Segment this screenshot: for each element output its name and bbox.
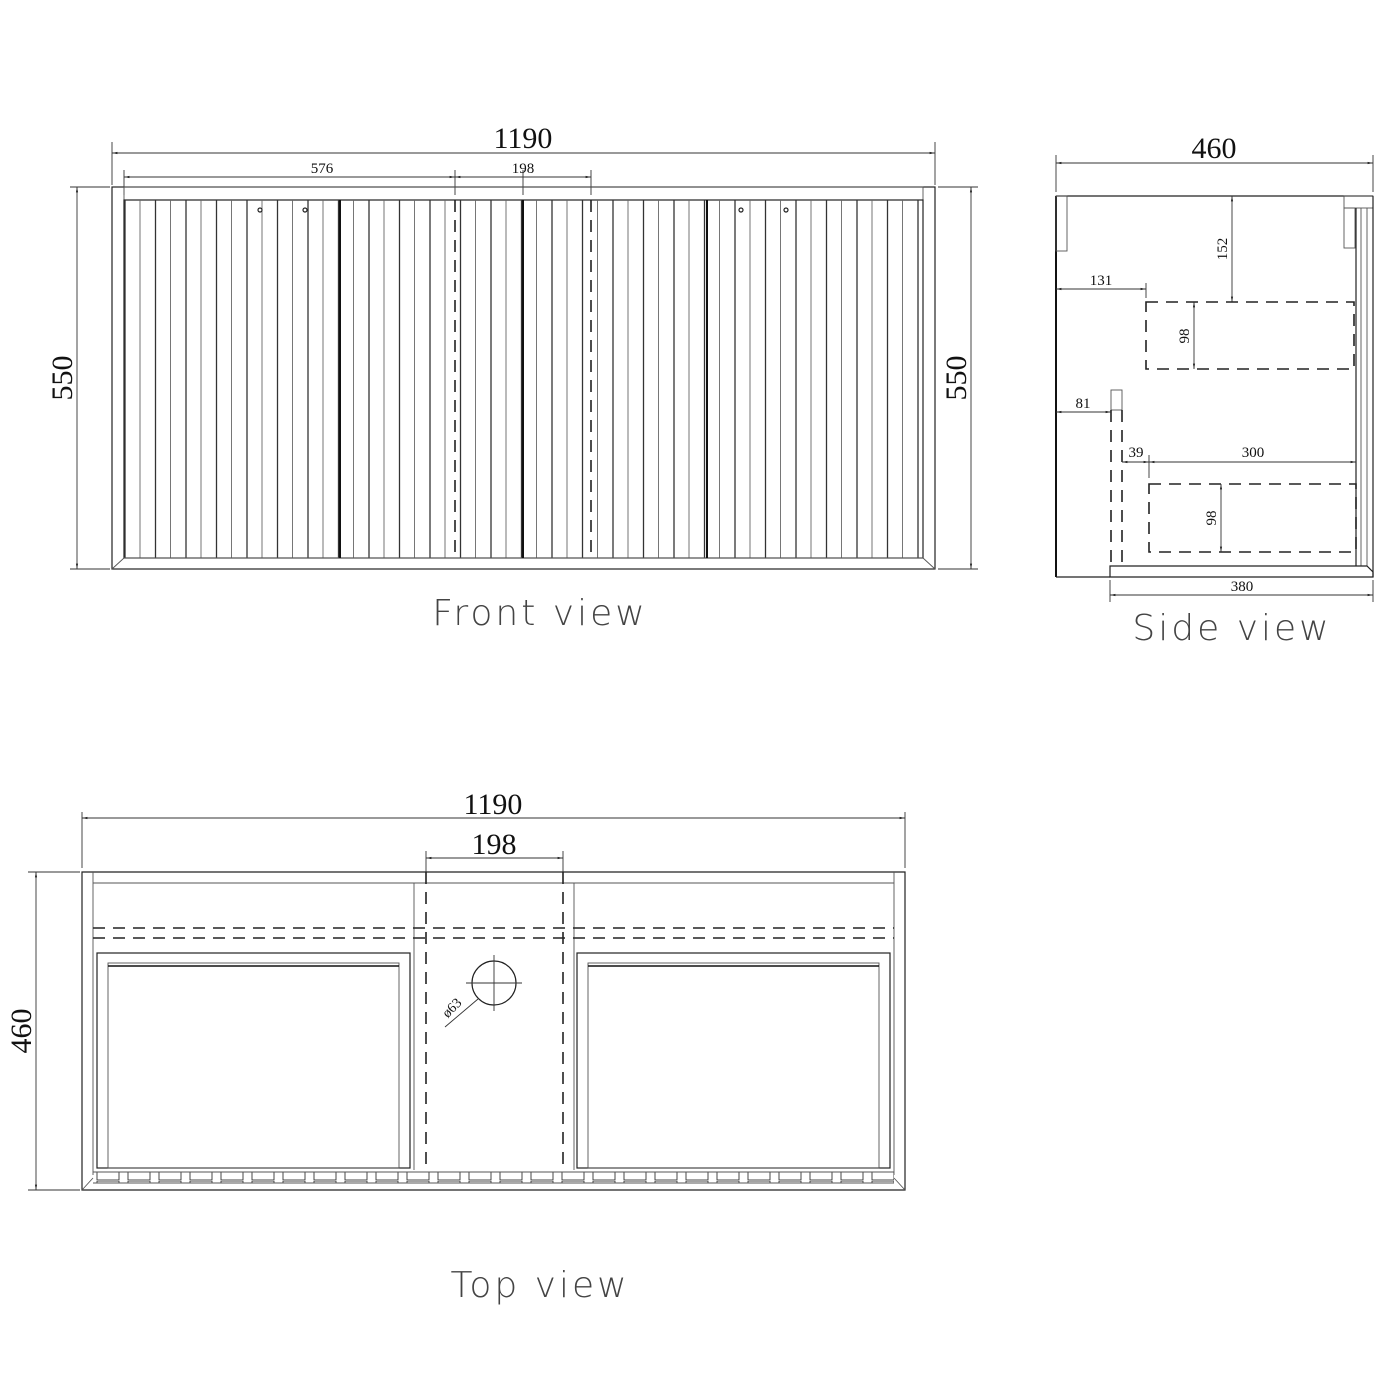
top-basin-gap-dimension: 198 (425, 828, 564, 875)
front-offset-dimensions: 576 198 (123, 161, 592, 195)
side-depth-dimension: 460 (1055, 132, 1374, 192)
drawer2-depth-label: 300 (1242, 445, 1265, 461)
front-basin-gap-label: 198 (512, 161, 535, 177)
top-depth-dimension: 460 (5, 871, 80, 1191)
side-drawer-2-outline (1148, 483, 1357, 553)
front-height-right-dimension: 550 (938, 186, 978, 570)
hinge-icon (738, 207, 744, 213)
base-depth-label: 380 (1231, 579, 1254, 595)
drawer1-front-offset-label: 131 (1090, 273, 1113, 289)
side-view: 460 152 131 98 81 (1055, 132, 1374, 649)
front-height-left-label: 550 (46, 356, 79, 401)
side-drawer-1-outline (1145, 301, 1355, 370)
top-depth-label: 460 (5, 1009, 38, 1054)
top-width-dimension: 1190 (81, 788, 906, 868)
front-width-label: 1190 (494, 122, 553, 155)
side-view-title: Side view (1132, 608, 1331, 649)
front-view: 1190 576 198 (46, 122, 978, 634)
top-basin-gap-label: 198 (472, 828, 517, 861)
side-depth-label: 460 (1192, 132, 1237, 165)
top-view-title: Top view (450, 1265, 629, 1306)
waste-hole-diameter-label: ø63 (440, 996, 465, 1021)
front-view-title: Front view (432, 593, 647, 634)
hinge-icon (257, 207, 263, 213)
drawer1-height-label: 98 (1177, 329, 1193, 344)
top-width-label: 1190 (464, 788, 523, 821)
waste-hole-icon (444, 955, 522, 1028)
side-base (1109, 565, 1374, 578)
front-height-left-dimension: 550 (46, 186, 110, 570)
hinge-icon (783, 207, 789, 213)
top-left-drawer (96, 952, 411, 1169)
top-cabinet-outline (81, 871, 906, 1191)
front-offset-label: 576 (311, 161, 334, 177)
door-offset-label: 81 (1076, 396, 1091, 412)
front-width-dimension: 1190 (111, 122, 936, 185)
top-right-drawer (576, 952, 891, 1169)
top-view: 1190 198 (5, 788, 906, 1306)
drawer1-top-offset-label: 152 (1215, 238, 1231, 261)
drawer2-height-label: 98 (1204, 511, 1220, 526)
hinge-icon (302, 207, 308, 213)
fluted-front-strip (93, 1172, 894, 1183)
drawer2-gap-label: 39 (1129, 445, 1144, 461)
front-height-right-label: 550 (940, 356, 973, 401)
